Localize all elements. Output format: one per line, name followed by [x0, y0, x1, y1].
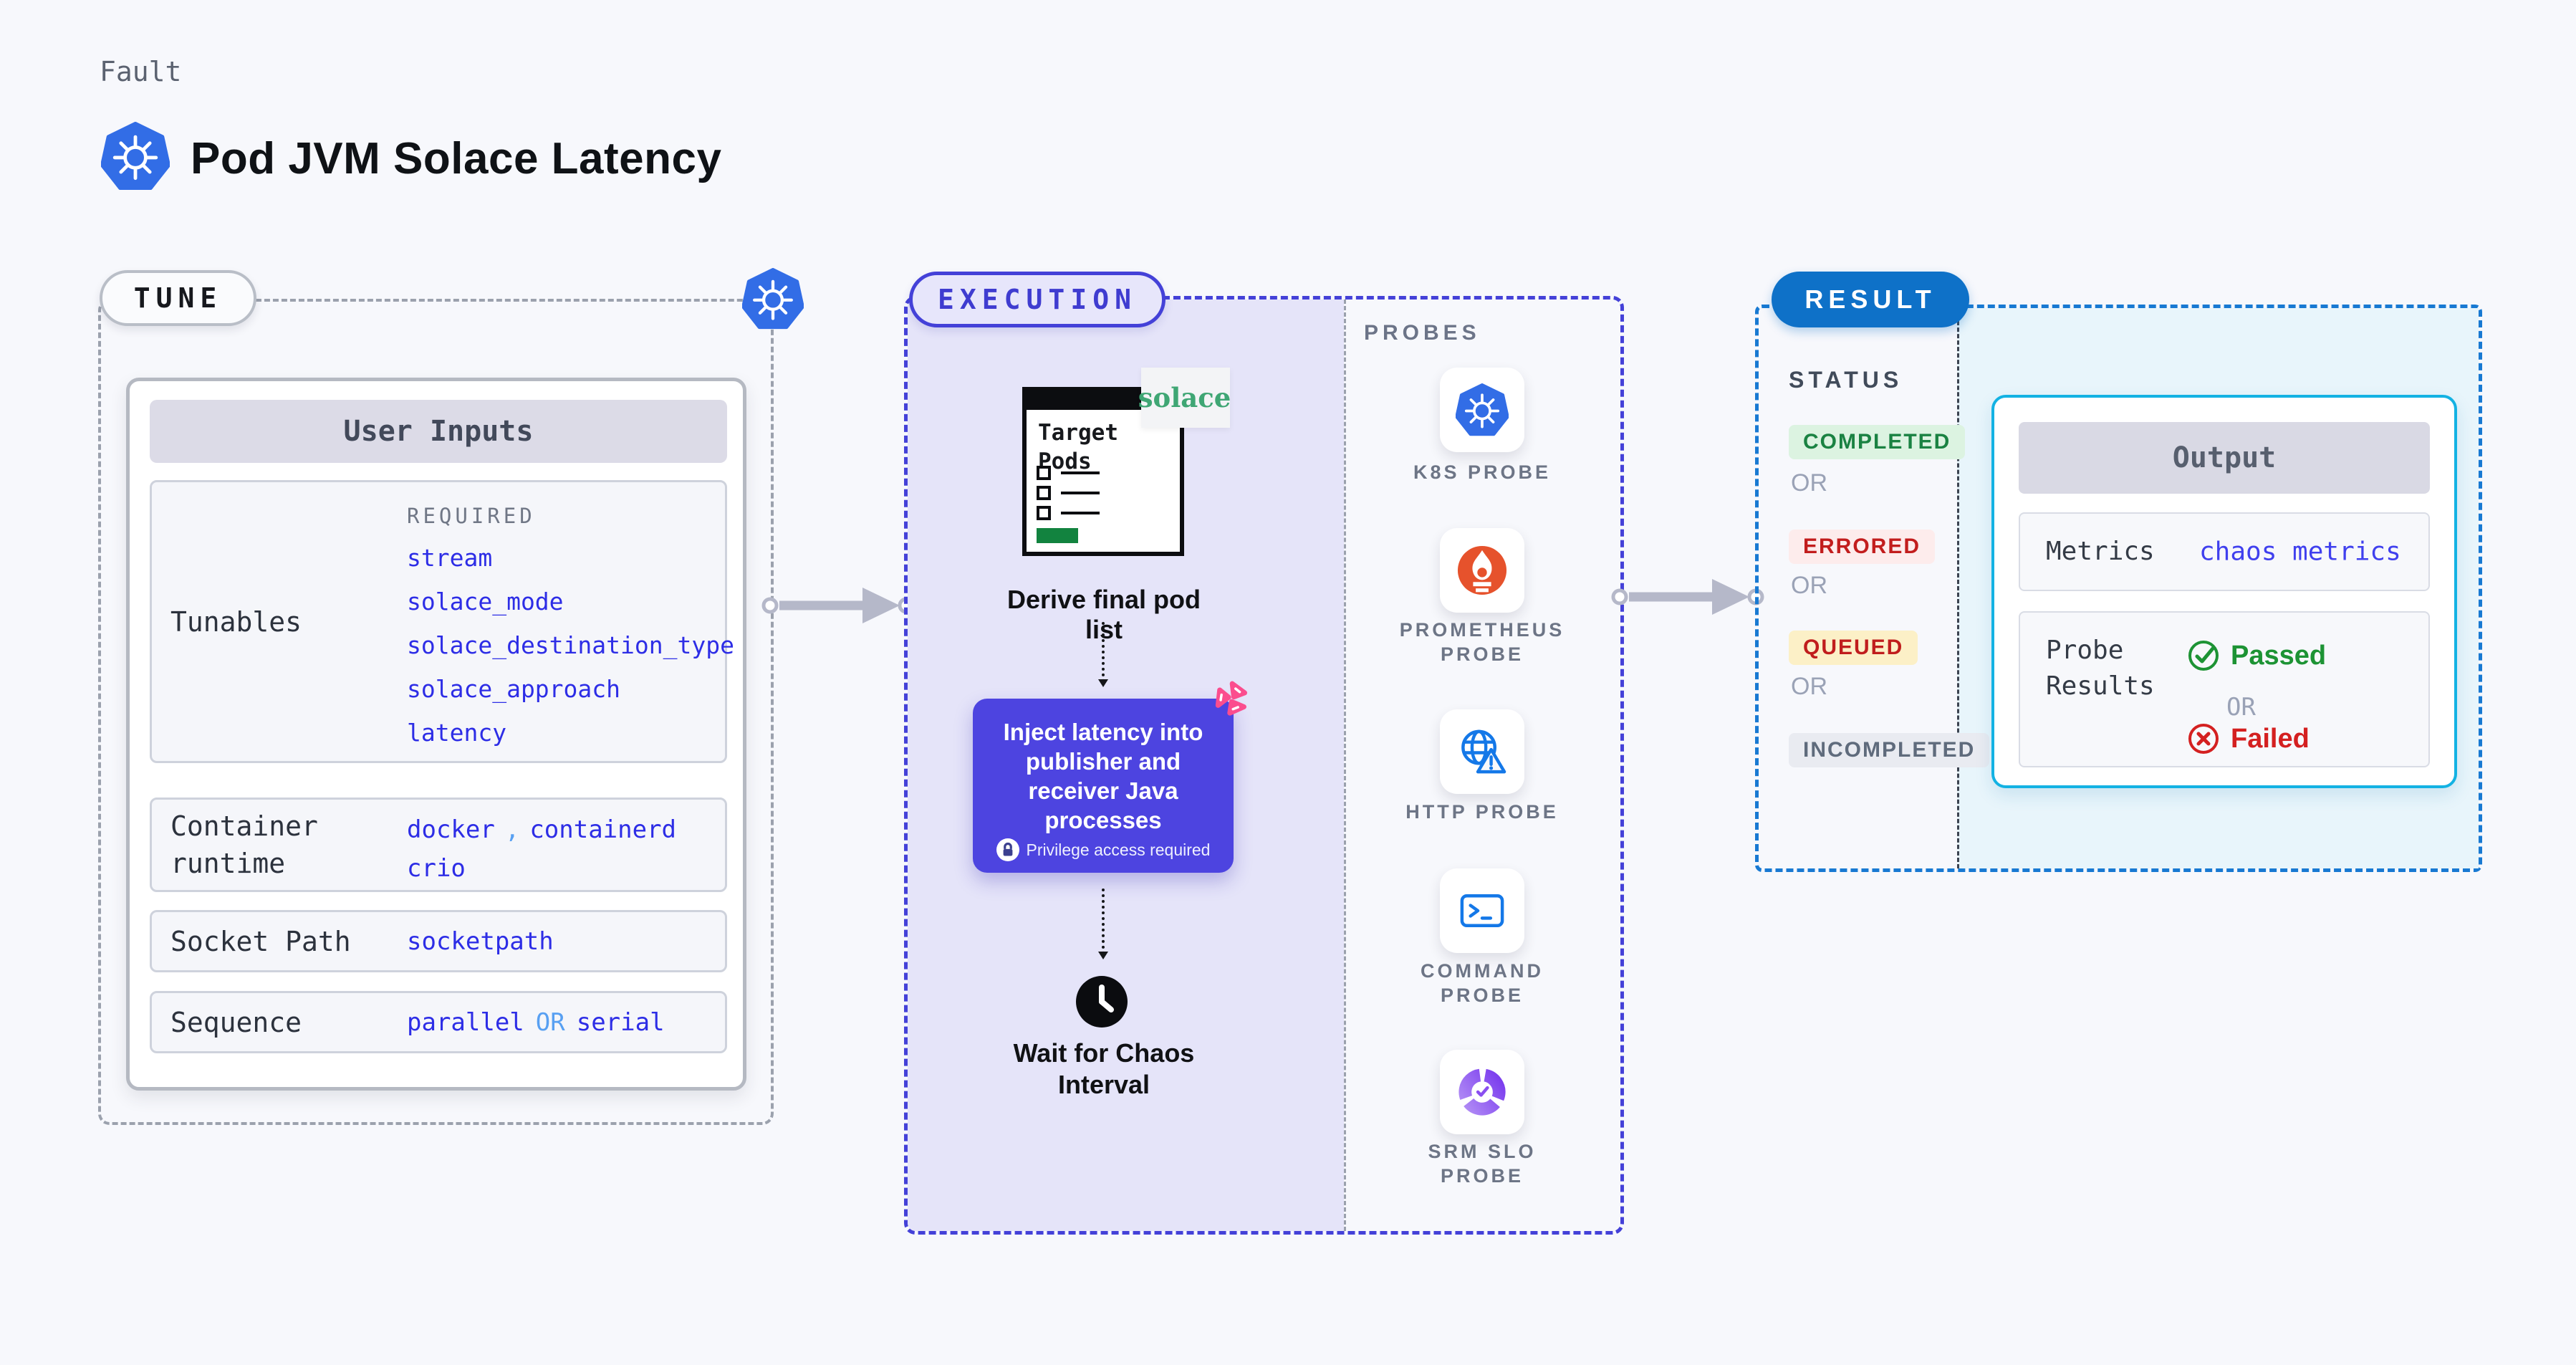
socket-path-value: socketpath	[407, 926, 554, 956]
tune-section-outline	[98, 299, 774, 1125]
chaos-icon	[1215, 681, 1248, 716]
sequence-or: OR	[535, 1007, 565, 1037]
tunables-label: Tunables	[170, 605, 302, 638]
lock-icon	[996, 838, 1019, 861]
user-inputs-card: User Inputs Tunables REQUIRED stream sol…	[126, 378, 746, 1091]
result-badge: RESULT	[1772, 272, 1969, 327]
metrics-value: chaos metrics	[2199, 537, 2401, 567]
probe-results-label: Probe Results	[2046, 636, 2155, 701]
tunable-value: solace_destination_type	[407, 631, 734, 659]
probe-label: PROMETHEUS PROBE	[1399, 619, 1565, 665]
probe-label: COMMAND PROBE	[1421, 960, 1544, 1006]
runtime-value: docker	[407, 815, 495, 844]
runtime-separator: ,	[504, 815, 520, 844]
privilege-note: Privilege access required	[973, 838, 1234, 861]
execution-badge: EXECUTION	[909, 272, 1166, 327]
checkbox-icon	[1037, 486, 1051, 500]
probes-separator	[1344, 300, 1346, 1231]
status-label: STATUS	[1789, 367, 1903, 393]
or-label: OR	[1791, 572, 1827, 599]
or-label: OR	[1791, 469, 1827, 497]
solace-logo: solace	[1138, 368, 1231, 428]
metrics-label: Metrics	[2046, 537, 2155, 566]
checkbox-icon	[1037, 466, 1051, 480]
srm-slo-probe-card	[1440, 1050, 1524, 1134]
status-badge-errored: ERRORED	[1789, 530, 1936, 564]
probe-results-row: Probe Results Passed OR Failed	[2019, 611, 2430, 767]
check-circle-icon	[2188, 641, 2219, 671]
tunable-value: solace_mode	[407, 588, 564, 616]
list-line	[1061, 471, 1100, 474]
command-probe-card	[1440, 868, 1524, 953]
required-tag: REQUIRED	[407, 504, 536, 528]
wait-chaos-interval-step: Wait for Chaos Interval	[1013, 1038, 1195, 1099]
flow-dotted-arrow	[1098, 622, 1108, 687]
probe-label: K8S PROBE	[1413, 461, 1552, 483]
status-badge-completed: COMPLETED	[1789, 425, 1966, 459]
runtime-value: containerd	[529, 815, 677, 844]
or-label: OR	[1791, 673, 1827, 700]
container-runtime-values: docker , containerd	[407, 815, 676, 844]
prometheus-icon	[1457, 545, 1507, 595]
inject-latency-text: Inject latency into publisher and receiv…	[1003, 719, 1203, 833]
sequence-label: Sequence	[170, 1006, 302, 1038]
or-label: OR	[2226, 693, 2256, 722]
kubernetes-icon	[742, 268, 804, 330]
sequence-value: parallel	[407, 1007, 524, 1037]
tunable-value: latency	[407, 719, 507, 747]
probe-label: SRM SLO PROBE	[1428, 1141, 1537, 1187]
clock-icon	[1076, 976, 1128, 1028]
inject-latency-step: Inject latency into publisher and receiv…	[973, 699, 1234, 873]
fault-eyebrow: Fault	[100, 56, 182, 87]
tunable-value: solace_approach	[407, 675, 621, 703]
socket-path-label: Socket Path	[170, 925, 351, 957]
tunables-row: Tunables REQUIRED stream solace_mode sol…	[150, 480, 734, 763]
page-title: Pod JVM Solace Latency	[191, 134, 722, 183]
failed-verdict: Failed	[2186, 722, 2310, 756]
command-icon	[1460, 894, 1504, 927]
http-probe-card	[1440, 709, 1524, 794]
status-badge-queued: QUEUED	[1789, 631, 1918, 665]
http-icon	[1461, 729, 1506, 774]
output-card: Output Metrics chaos metrics Probe Resul…	[1991, 395, 2457, 788]
probes-section-label: PROBES	[1364, 321, 1481, 345]
passed-verdict: Passed	[2186, 638, 2326, 673]
runtime-value: crio	[407, 854, 466, 883]
flow-arrow	[1611, 579, 1764, 615]
tunables-values: REQUIRED stream solace_mode solace_desti…	[407, 504, 734, 747]
sequence-row: Sequence parallel OR serial	[150, 991, 727, 1053]
flow-dotted-arrow	[1098, 889, 1108, 959]
sequence-value: serial	[576, 1007, 665, 1037]
x-circle-icon	[2188, 724, 2219, 754]
derive-pod-list-step: Derive final pod list	[1006, 585, 1201, 644]
user-inputs-header: User Inputs	[150, 400, 727, 463]
list-line	[1061, 492, 1100, 494]
metrics-row: Metrics chaos metrics	[2019, 512, 2430, 591]
tunable-value: stream	[407, 544, 493, 572]
srm-slo-icon	[1458, 1068, 1506, 1116]
container-runtime-label: Container runtime	[170, 810, 318, 879]
flow-arrow	[761, 588, 915, 623]
probe-label: HTTP PROBE	[1405, 801, 1559, 823]
status-badge-incompleted: INCOMPLETED	[1789, 733, 1990, 767]
result-separator	[1957, 308, 1959, 868]
prometheus-probe-card	[1440, 528, 1524, 613]
checkbox-icon	[1037, 506, 1051, 520]
select-button	[1037, 528, 1078, 543]
container-runtime-row: Container runtime docker , containerd cr…	[150, 798, 727, 892]
list-line	[1061, 512, 1100, 514]
socket-path-row: Socket Path socketpath	[150, 910, 727, 972]
k8s-probe-card	[1440, 368, 1524, 452]
kubernetes-icon	[1456, 383, 1509, 436]
output-header: Output	[2019, 422, 2430, 494]
kubernetes-icon	[101, 122, 170, 191]
tune-badge: TUNE	[100, 270, 256, 326]
